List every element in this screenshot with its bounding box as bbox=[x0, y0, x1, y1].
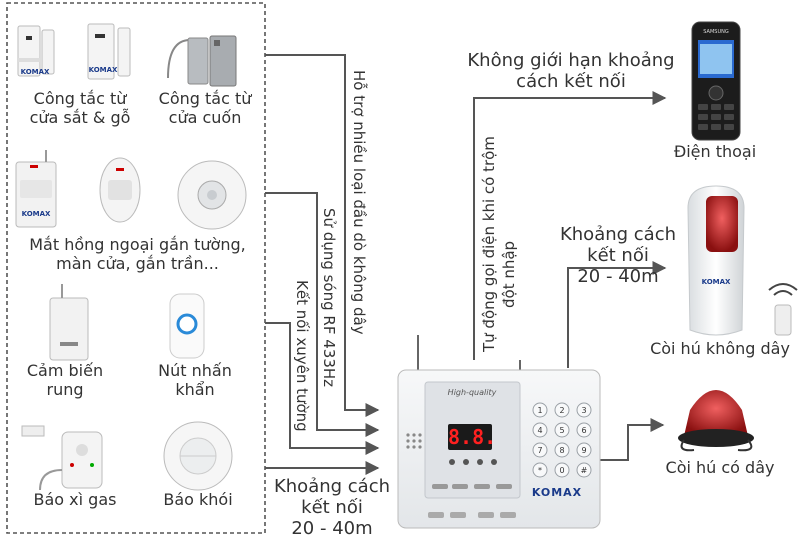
range-bottom-line1: Khoảng cách bbox=[273, 476, 391, 497]
door-switch-brand-2: KOMAX bbox=[88, 66, 118, 74]
sensor-label-vibration: Cảm biến rung bbox=[20, 361, 110, 400]
smoke-detector-image bbox=[163, 421, 233, 491]
sensor-label-door-line2: cửa sắt & gỗ bbox=[29, 107, 131, 127]
sensor-label-shutter-line1: Công tắc từ bbox=[158, 89, 252, 108]
output-label-phone: Điện thoại bbox=[673, 142, 757, 161]
keypad-key-label: # bbox=[581, 466, 588, 475]
feature-rf: Sử dụng sóng RF 433Hz bbox=[320, 208, 338, 388]
keypad-key-label: 8 bbox=[559, 446, 564, 455]
sensor-label-pir: Mắt hồng ngoại gắn tường, màn cửa, gắn t… bbox=[10, 235, 265, 274]
keypad-key bbox=[532, 402, 548, 418]
range-siren-line1: Khoảng cách bbox=[559, 224, 677, 245]
feature-autocall-line1: Tự động gọi điện khi có trộm bbox=[480, 136, 498, 352]
keypad-key-label: 0 bbox=[559, 466, 564, 475]
phone-range-label: Không giới hạn khoảng cách kết nối bbox=[454, 50, 688, 92]
feature-through-wall: Kết nối xuyên tường bbox=[293, 280, 311, 432]
keypad-key bbox=[554, 442, 570, 458]
keypad-key bbox=[576, 402, 592, 418]
range-label-bottom: Khoảng cách kết nối 20 - 40m bbox=[262, 476, 402, 540]
keypad-key-label: 9 bbox=[581, 446, 586, 455]
pir-ceiling-image bbox=[177, 160, 247, 230]
wireless-siren-image bbox=[687, 185, 798, 336]
range-bottom-line2: kết nối bbox=[301, 497, 363, 519]
keypad-key bbox=[532, 462, 548, 478]
range-bottom-line3: 20 - 40m bbox=[291, 518, 373, 540]
feature-autocall-line2: đột nhập bbox=[500, 240, 518, 308]
sensor-label-panic: Nút nhấn khẩn bbox=[140, 361, 250, 400]
panel-brand: KOMAX bbox=[531, 486, 583, 499]
line-phone bbox=[473, 91, 667, 360]
feature-multi-sensor: Hỗ trợ nhiều loại đầu dò không dây bbox=[350, 70, 368, 335]
sensor-label-vibration-line2: rung bbox=[46, 379, 84, 399]
output-label-wireless-siren: Còi hú không dây bbox=[650, 339, 790, 358]
sensor-label-shutter: Công tắc từ cửa cuốn bbox=[150, 89, 260, 128]
keypad-key bbox=[576, 422, 592, 438]
door-switch-brand: KOMAX bbox=[20, 68, 50, 76]
sensor-label-smoke-line1: Báo khói bbox=[163, 490, 233, 509]
wired-siren-image bbox=[678, 390, 754, 452]
keypad-key bbox=[554, 422, 570, 438]
door-switch-image bbox=[17, 25, 55, 77]
sensor-label-smoke: Báo khói bbox=[148, 490, 248, 510]
keypad-key-label: 7 bbox=[537, 446, 542, 455]
sensor-label-door: Công tắc từ cửa sắt & gỗ bbox=[16, 89, 144, 128]
keypad-key-label: 6 bbox=[581, 426, 586, 435]
sensor-label-pir-line1: Mắt hồng ngoại gắn tường, bbox=[29, 235, 246, 254]
keypad-key bbox=[576, 462, 592, 478]
panic-button-image bbox=[169, 293, 205, 359]
pir-brand: KOMAX bbox=[21, 210, 51, 218]
output-label-wired-siren: Còi hú có dây bbox=[665, 458, 775, 477]
range-siren-line2: kết nối bbox=[587, 245, 649, 267]
keypad-key-label: 3 bbox=[581, 406, 586, 415]
shutter-switch-image bbox=[167, 35, 237, 87]
phone-range-line1: Không giới hạn khoảng bbox=[467, 50, 675, 71]
sensor-label-gas-line1: Báo xì gas bbox=[33, 490, 117, 509]
phone-brand: SAMSUNG bbox=[703, 29, 729, 35]
door-switch-image-2 bbox=[87, 23, 131, 80]
keypad-key bbox=[576, 442, 592, 458]
panel-quality-label: High-quality bbox=[447, 388, 497, 397]
sensor-label-panic-line1: Nút nhấn bbox=[158, 361, 232, 380]
line-rf bbox=[265, 192, 380, 437]
line-wall bbox=[265, 322, 380, 455]
keypad-key-label: 5 bbox=[559, 426, 564, 435]
vibration-sensor-image bbox=[49, 284, 89, 361]
line-wireless-siren bbox=[567, 261, 667, 368]
line-wired-siren bbox=[600, 418, 665, 461]
keypad-key-label: 1 bbox=[537, 406, 542, 415]
keypad-key-label: 4 bbox=[537, 426, 542, 435]
phone-range-line2: cách kết nối bbox=[516, 71, 626, 93]
keypad-key bbox=[554, 402, 570, 418]
sensor-label-door-line1: Công tắc từ bbox=[33, 89, 127, 108]
sensor-label-shutter-line2: cửa cuốn bbox=[168, 107, 242, 127]
wireless-siren-brand: KOMAX bbox=[701, 278, 731, 286]
range-siren-line3: 20 - 40m bbox=[577, 266, 659, 288]
sensor-label-vibration-line1: Cảm biến bbox=[26, 361, 104, 380]
keypad-key bbox=[554, 462, 570, 478]
sensor-frame bbox=[6, 2, 266, 534]
keypad-key bbox=[532, 422, 548, 438]
pir-curtain-image bbox=[99, 157, 141, 223]
keypad: 1 2 3 4 5 6 7 8 9 * 0 # bbox=[532, 402, 592, 478]
control-panel-image bbox=[397, 335, 601, 529]
keypad-key bbox=[532, 442, 548, 458]
sensor-label-panic-line2: khẩn bbox=[175, 379, 215, 399]
gas-detector-image bbox=[21, 425, 103, 491]
line-multi bbox=[265, 54, 380, 417]
keypad-key-label: 2 bbox=[559, 406, 564, 415]
sensor-label-pir-line2: màn cửa, gắn trần... bbox=[56, 253, 219, 273]
panel-display: 8.8. bbox=[448, 425, 497, 449]
sensor-label-gas: Báo xì gas bbox=[20, 490, 130, 510]
range-label-siren: Khoảng cách kết nối 20 - 40m bbox=[548, 224, 688, 288]
keypad-key-label: * bbox=[538, 466, 542, 475]
phone-image bbox=[691, 21, 741, 141]
pir-wall-image bbox=[15, 150, 57, 228]
